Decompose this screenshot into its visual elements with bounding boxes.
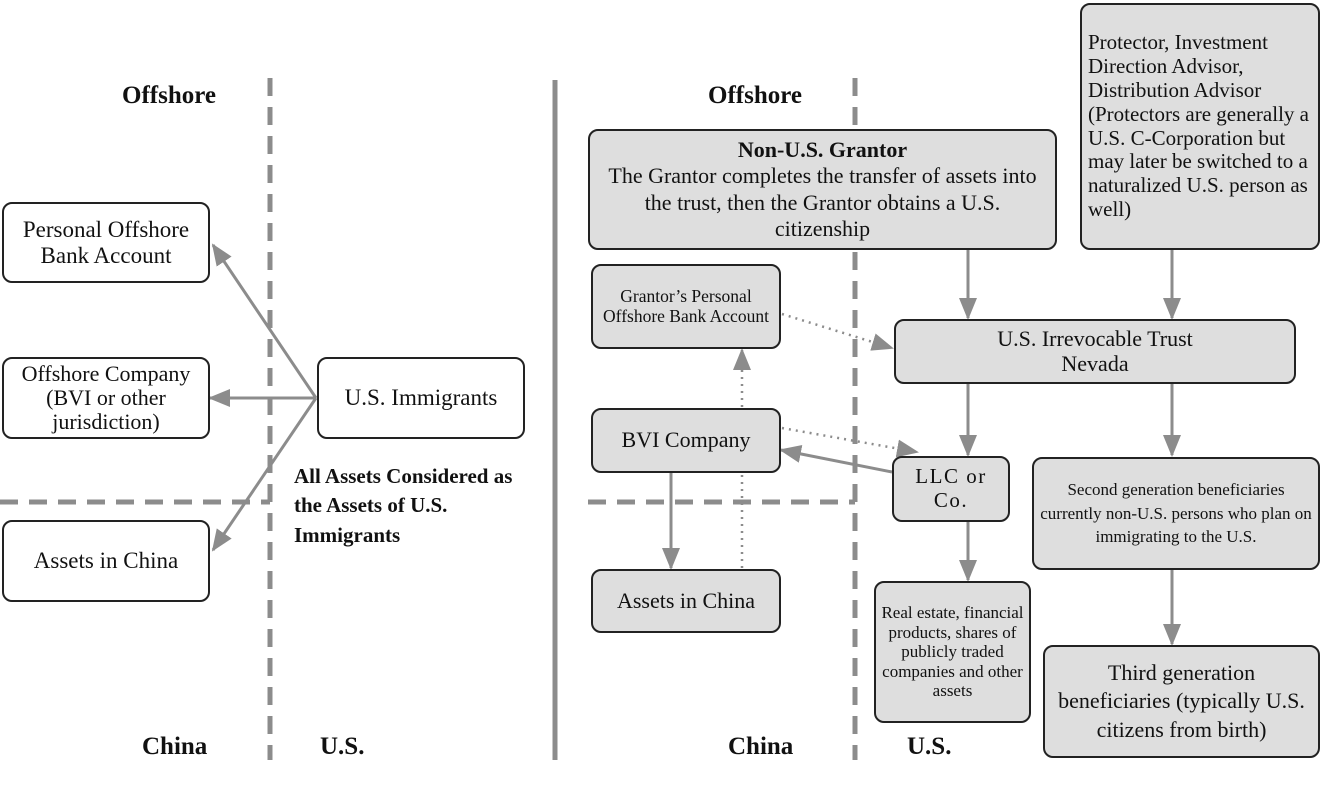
grantor-bank-box: Grantor’s Personal Offshore Bank Account (591, 264, 781, 349)
left-us-label: U.S. (320, 733, 365, 760)
right-offshore-label: Offshore (708, 82, 802, 109)
left-assets-china-text: Assets in China (33, 548, 179, 574)
arrow-to-assets-china (211, 397, 318, 552)
llc-text: LLC or Co. (915, 464, 987, 512)
grantor-description: The Grantor completes the transfer of as… (608, 163, 1037, 241)
grantor-title: Non-U.S. Grantor (737, 136, 908, 162)
right-assets-china-box: Assets in China (591, 569, 781, 633)
bvi-company-box: BVI Company (591, 408, 781, 473)
left-assets-china-box: Assets in China (2, 520, 210, 602)
dotted-bvi-to-llc (781, 426, 919, 458)
right-us-label: U.S. (907, 733, 952, 760)
offshore-company-box: Offshore Company (BVI or other jurisdict… (2, 357, 210, 439)
personal-offshore-bank-box: Personal Offshore Bank Account (2, 202, 210, 283)
llc-box: LLC or Co. (892, 456, 1010, 522)
left-offshore-label: Offshore (122, 82, 216, 109)
right-china-label: China (728, 733, 794, 760)
right-assets-china-text: Assets in China (616, 587, 756, 613)
us-immigrants-text: U.S. Immigrants (344, 385, 498, 411)
arrow-llc-to-bvi (779, 445, 893, 474)
us-immigrants-box: U.S. Immigrants (317, 357, 525, 439)
protector-text: Protector, Investment Direction Advisor,… (1088, 29, 1309, 222)
grantor-bank-text: Grantor’s Personal Offshore Bank Account (603, 285, 769, 326)
dotted-bank-to-trust (781, 312, 894, 351)
protector-box: Protector, Investment Direction Advisor,… (1080, 3, 1320, 250)
offshore-company-text: Offshore Company (BVI or other jurisdict… (21, 361, 191, 434)
second-generation-text: Second generation beneficiaries currentl… (1040, 479, 1312, 547)
third-generation-box: Third generation beneficiaries (typicall… (1043, 645, 1320, 758)
real-estate-text: Real estate, financial products, shares … (881, 603, 1024, 701)
personal-offshore-bank-text: Personal Offshore Bank Account (22, 216, 190, 268)
real-estate-box: Real estate, financial products, shares … (874, 581, 1031, 723)
second-generation-box: Second generation beneficiaries currentl… (1032, 457, 1320, 570)
us-irrevocable-trust-box: U.S. Irrevocable Trust Nevada (894, 319, 1296, 384)
non-us-grantor-box: Non-U.S. Grantor The Grantor completes t… (588, 129, 1057, 250)
left-china-label: China (142, 733, 208, 760)
assets-considered-note: All Assets Considered as the Assets of U… (294, 464, 513, 547)
third-generation-text: Third generation beneficiaries (typicall… (1058, 659, 1305, 742)
bvi-company-text: BVI Company (621, 427, 751, 453)
arrow-to-personal-bank (211, 243, 318, 399)
trust-text: U.S. Irrevocable Trust Nevada (997, 325, 1193, 376)
